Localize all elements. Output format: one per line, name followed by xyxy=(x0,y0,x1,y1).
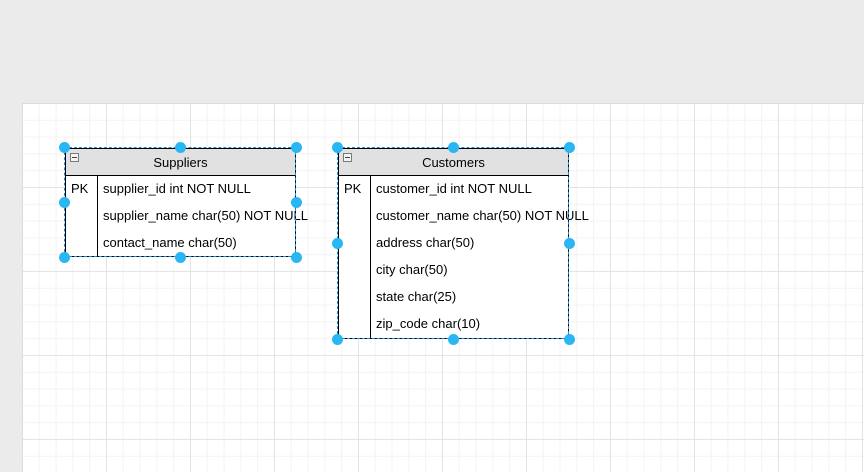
table-row[interactable]: address char(50) xyxy=(339,230,568,257)
resize-handle-e[interactable] xyxy=(290,196,302,208)
resize-handle-se[interactable] xyxy=(290,251,302,263)
field-label: zip_code char(10) xyxy=(376,316,481,331)
resize-handle-ne[interactable] xyxy=(290,141,302,153)
resize-handle-nw[interactable] xyxy=(58,141,70,153)
table-row[interactable]: customer_name char(50) NOT NULL xyxy=(339,203,589,230)
table-row[interactable]: city char(50) xyxy=(339,257,568,284)
table-row[interactable]: contact_name char(50) xyxy=(66,230,295,257)
field-label: state char(25) xyxy=(376,289,457,304)
collapse-icon[interactable] xyxy=(70,153,79,162)
resize-handle-w[interactable] xyxy=(331,237,343,249)
table-customers[interactable]: Customers PK customer_id int NOT NULL cu… xyxy=(338,148,589,339)
table-title: Customers xyxy=(422,154,485,170)
table-row[interactable]: PK supplier_id int NOT NULL xyxy=(66,176,295,203)
field-label: customer_id int NOT NULL xyxy=(376,181,532,196)
table-header[interactable]: Customers xyxy=(339,149,568,176)
resize-handle-n[interactable] xyxy=(447,141,459,153)
table-row[interactable]: zip_code char(10) xyxy=(339,311,568,338)
field-label: supplier_name char(50) NOT NULL xyxy=(103,208,308,223)
resize-handle-ne[interactable] xyxy=(563,141,575,153)
primary-key-label: PK xyxy=(71,181,89,196)
resize-handle-s[interactable] xyxy=(447,333,459,345)
resize-handle-sw[interactable] xyxy=(331,333,343,345)
resize-handle-e[interactable] xyxy=(563,237,575,249)
table-header[interactable]: Suppliers xyxy=(66,149,295,176)
resize-handle-nw[interactable] xyxy=(331,141,343,153)
field-label: supplier_id int NOT NULL xyxy=(103,181,251,196)
field-label: customer_name char(50) NOT NULL xyxy=(376,208,589,223)
field-label: contact_name char(50) xyxy=(103,235,237,250)
table-title: Suppliers xyxy=(153,154,208,170)
pk-column-divider xyxy=(370,176,371,338)
table-row[interactable]: PK customer_id int NOT NULL xyxy=(339,176,568,203)
field-label: city char(50) xyxy=(376,262,448,277)
field-label: address char(50) xyxy=(376,235,475,250)
resize-handle-se[interactable] xyxy=(563,333,575,345)
resize-handle-s[interactable] xyxy=(174,251,186,263)
primary-key-label: PK xyxy=(344,181,362,196)
resize-handle-w[interactable] xyxy=(58,196,70,208)
pk-column-divider xyxy=(97,176,98,256)
table-row[interactable]: supplier_name char(50) NOT NULL xyxy=(66,203,308,230)
collapse-icon[interactable] xyxy=(343,153,352,162)
table-suppliers[interactable]: Suppliers PK supplier_id int NOT NULL su… xyxy=(65,148,308,257)
resize-handle-sw[interactable] xyxy=(58,251,70,263)
resize-handle-n[interactable] xyxy=(174,141,186,153)
table-row[interactable]: state char(25) xyxy=(339,284,568,311)
